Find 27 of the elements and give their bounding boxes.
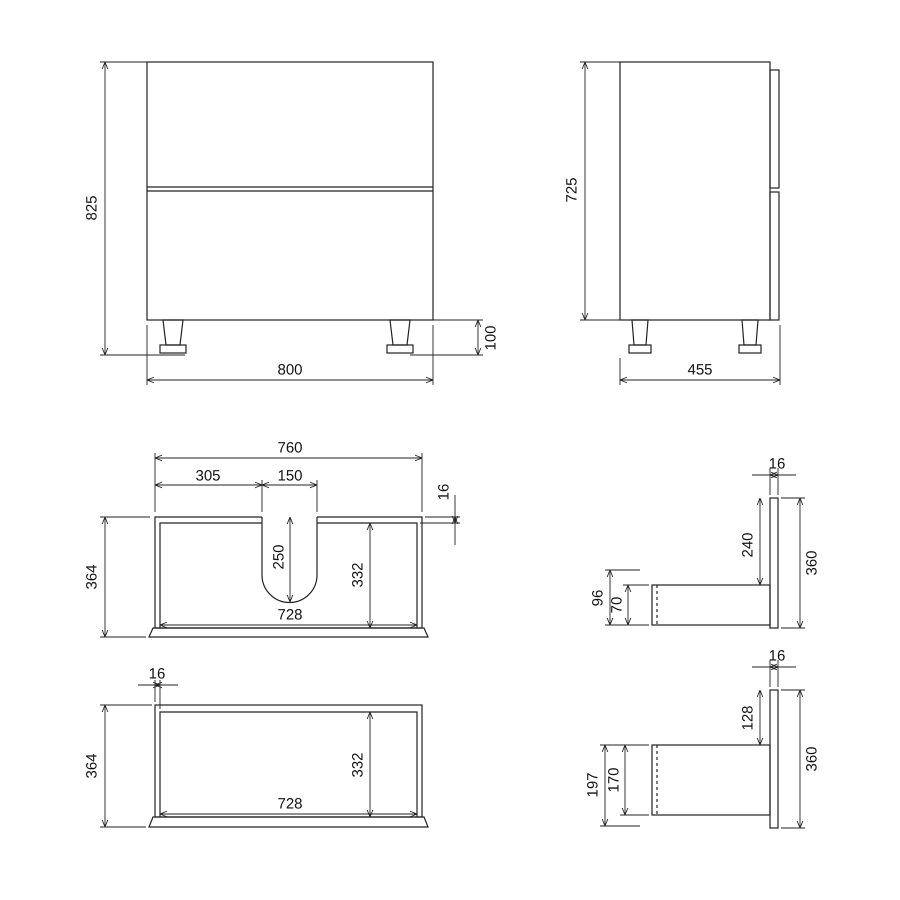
dimension-label: 70 <box>610 596 624 614</box>
dimension-label: 332 <box>350 562 366 588</box>
dimension-label: 760 <box>277 440 303 456</box>
dimension-label: 825 <box>84 195 100 221</box>
dimension-label: 332 <box>350 752 366 778</box>
dimension-label: 364 <box>84 564 100 590</box>
dimension-label: 728 <box>277 796 303 812</box>
dimension-label: 16 <box>768 456 786 472</box>
dimension-label: 250 <box>272 544 286 570</box>
dimension-label: 16 <box>148 666 166 682</box>
dimension-label: 455 <box>687 362 713 378</box>
dimension-label: 800 <box>277 362 303 378</box>
dimension-label: 100 <box>484 325 498 351</box>
dimension-label: 360 <box>804 746 820 772</box>
dimension-label: 197 <box>586 772 600 798</box>
dimension-label: 725 <box>564 177 580 203</box>
dimension-label: 16 <box>436 484 452 500</box>
dimension-label: 240 <box>740 532 756 558</box>
dimension-label: 150 <box>277 468 303 484</box>
dimension-label: 128 <box>740 705 756 731</box>
dimension-label: 16 <box>768 648 786 664</box>
dimension-label: 305 <box>195 468 221 484</box>
dimension-label: 96 <box>590 590 606 606</box>
dimension-label: 728 <box>277 608 303 622</box>
dimension-label: 170 <box>606 767 622 793</box>
dimension-label: 360 <box>804 550 820 576</box>
dimension-label: 364 <box>84 753 100 779</box>
